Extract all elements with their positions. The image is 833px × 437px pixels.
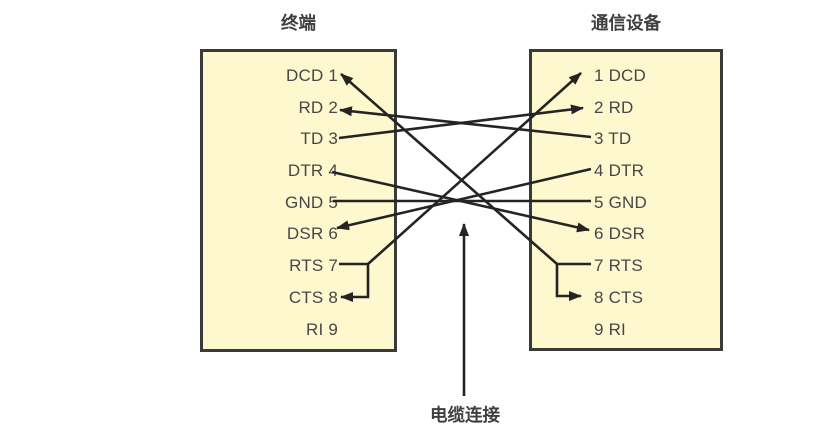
pin-terminal-rd2: RD 2 bbox=[298, 97, 338, 117]
pin-device-dcd1: 1 DCD bbox=[594, 66, 647, 85]
pin-terminal-dsr6: DSR 6 bbox=[286, 224, 338, 244]
pin-terminal-td3: TD 3 bbox=[300, 129, 338, 149]
pin-device-cts8: 8 CTS bbox=[594, 287, 644, 307]
terminal-pin-list: DCD 1 RD 2 TD 3 DTR 4 GND 5 DSR 6 RTS 7 … bbox=[203, 52, 394, 345]
pin-device-rd2: 2 RD bbox=[594, 97, 634, 117]
device-box: 1 DCD 2 RD 3 TD 4 DTR 5 GND 6 DSR 7 RTS … bbox=[529, 49, 723, 351]
pin-terminal-gnd5: GND 5 bbox=[285, 192, 338, 212]
pin-device-dsr6: 6 DSR bbox=[594, 224, 646, 244]
pin-device-rts7: 7 RTS bbox=[594, 256, 643, 276]
device-pin-list: 1 DCD 2 RD 3 TD 4 DTR 5 GND 6 DSR 7 RTS … bbox=[532, 52, 720, 345]
left-box-title: 终端 bbox=[281, 13, 316, 33]
pin-terminal-cts8: CTS 8 bbox=[288, 287, 338, 307]
pin-terminal-dcd1: DCD 1 bbox=[285, 66, 338, 85]
pin-device-gnd5: 5 GND bbox=[594, 192, 647, 212]
cable-connection-label: 电缆连接 bbox=[430, 405, 500, 425]
pin-terminal-ri9: RI 9 bbox=[306, 319, 338, 339]
pin-terminal-dtr4: DTR 4 bbox=[287, 161, 338, 181]
pin-device-ri9: 9 RI bbox=[594, 319, 626, 339]
pin-device-dtr4: 4 DTR bbox=[594, 161, 645, 181]
pin-device-td3: 3 TD bbox=[594, 129, 632, 149]
terminal-box: DCD 1 RD 2 TD 3 DTR 4 GND 5 DSR 6 RTS 7 … bbox=[200, 49, 397, 352]
right-box-title: 通信设备 bbox=[591, 13, 661, 33]
pin-terminal-rts7: RTS 7 bbox=[289, 256, 338, 276]
